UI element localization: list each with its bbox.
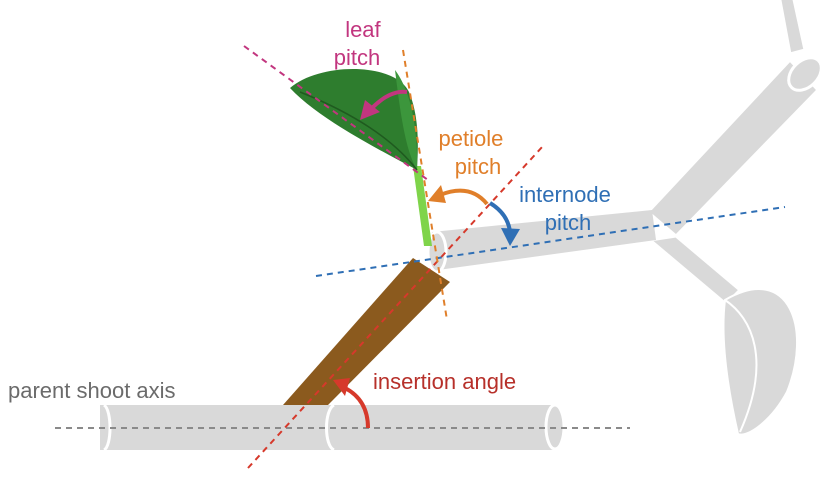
leaf-pitch-label-line1: leaf: [345, 17, 381, 42]
parent-shoot-axis-label: parent shoot axis: [8, 378, 176, 403]
leaf-pitch-arrow: [360, 89, 408, 120]
parent-shoot-segment-joint: [325, 403, 336, 452]
insertion-angle-arrowhead: [333, 378, 350, 396]
leaf-inner-shade: [395, 70, 418, 170]
insertion-angle-arc: [344, 386, 370, 429]
lower-right-shoot: [648, 234, 742, 306]
upper-right-shoot-end: [787, 56, 823, 92]
secondary-shoots: [646, 0, 823, 306]
insertion-angle-label: insertion angle: [373, 369, 516, 394]
internode-pitch-label-line2: pitch: [545, 210, 591, 235]
leaf-pitch-arrowhead: [360, 100, 380, 120]
grey-leaf-blade: [722, 288, 799, 436]
petiole-pitch-label-line2: pitch: [455, 154, 501, 179]
leaf: [290, 68, 418, 171]
internode-body: [432, 210, 656, 270]
petiole-pitch-label-line1: petiole: [439, 126, 504, 151]
leaf-pitch-label-line2: pitch: [334, 45, 380, 70]
petiole-pitch-label: petiole pitch: [439, 126, 510, 179]
internode-base-cap: [426, 230, 448, 274]
lateral-branch: [283, 258, 450, 405]
internode-pitch-label-line1: internode: [519, 182, 611, 207]
insertion-angle-arrow: [333, 378, 370, 429]
internode-pitch-arrowhead: [501, 228, 520, 246]
leaf-pitch-label: leaf pitch: [334, 17, 387, 70]
grey-leaf-fold: [724, 299, 758, 433]
leaf-blade: [290, 68, 418, 170]
leaf-pitch-arc: [370, 89, 408, 110]
petiole-pitch-arrowhead: [428, 185, 446, 203]
petiole-pitch-arc: [439, 188, 489, 206]
internode-axis-line: [315, 206, 786, 277]
insertion-axis-line: [247, 145, 544, 469]
petiole-pitch-arrow: [428, 185, 489, 206]
leaf-axis-line: [243, 45, 429, 181]
upper-twig: [778, 0, 807, 56]
internode-pitch-arrow: [488, 201, 520, 246]
petiole-axis-line: [402, 49, 448, 321]
internode: [426, 210, 656, 274]
upper-right-shoot: [646, 58, 820, 238]
grey-leaf: [722, 288, 799, 436]
internode-pitch-label: internode pitch: [519, 182, 617, 235]
petiole: [413, 166, 432, 246]
